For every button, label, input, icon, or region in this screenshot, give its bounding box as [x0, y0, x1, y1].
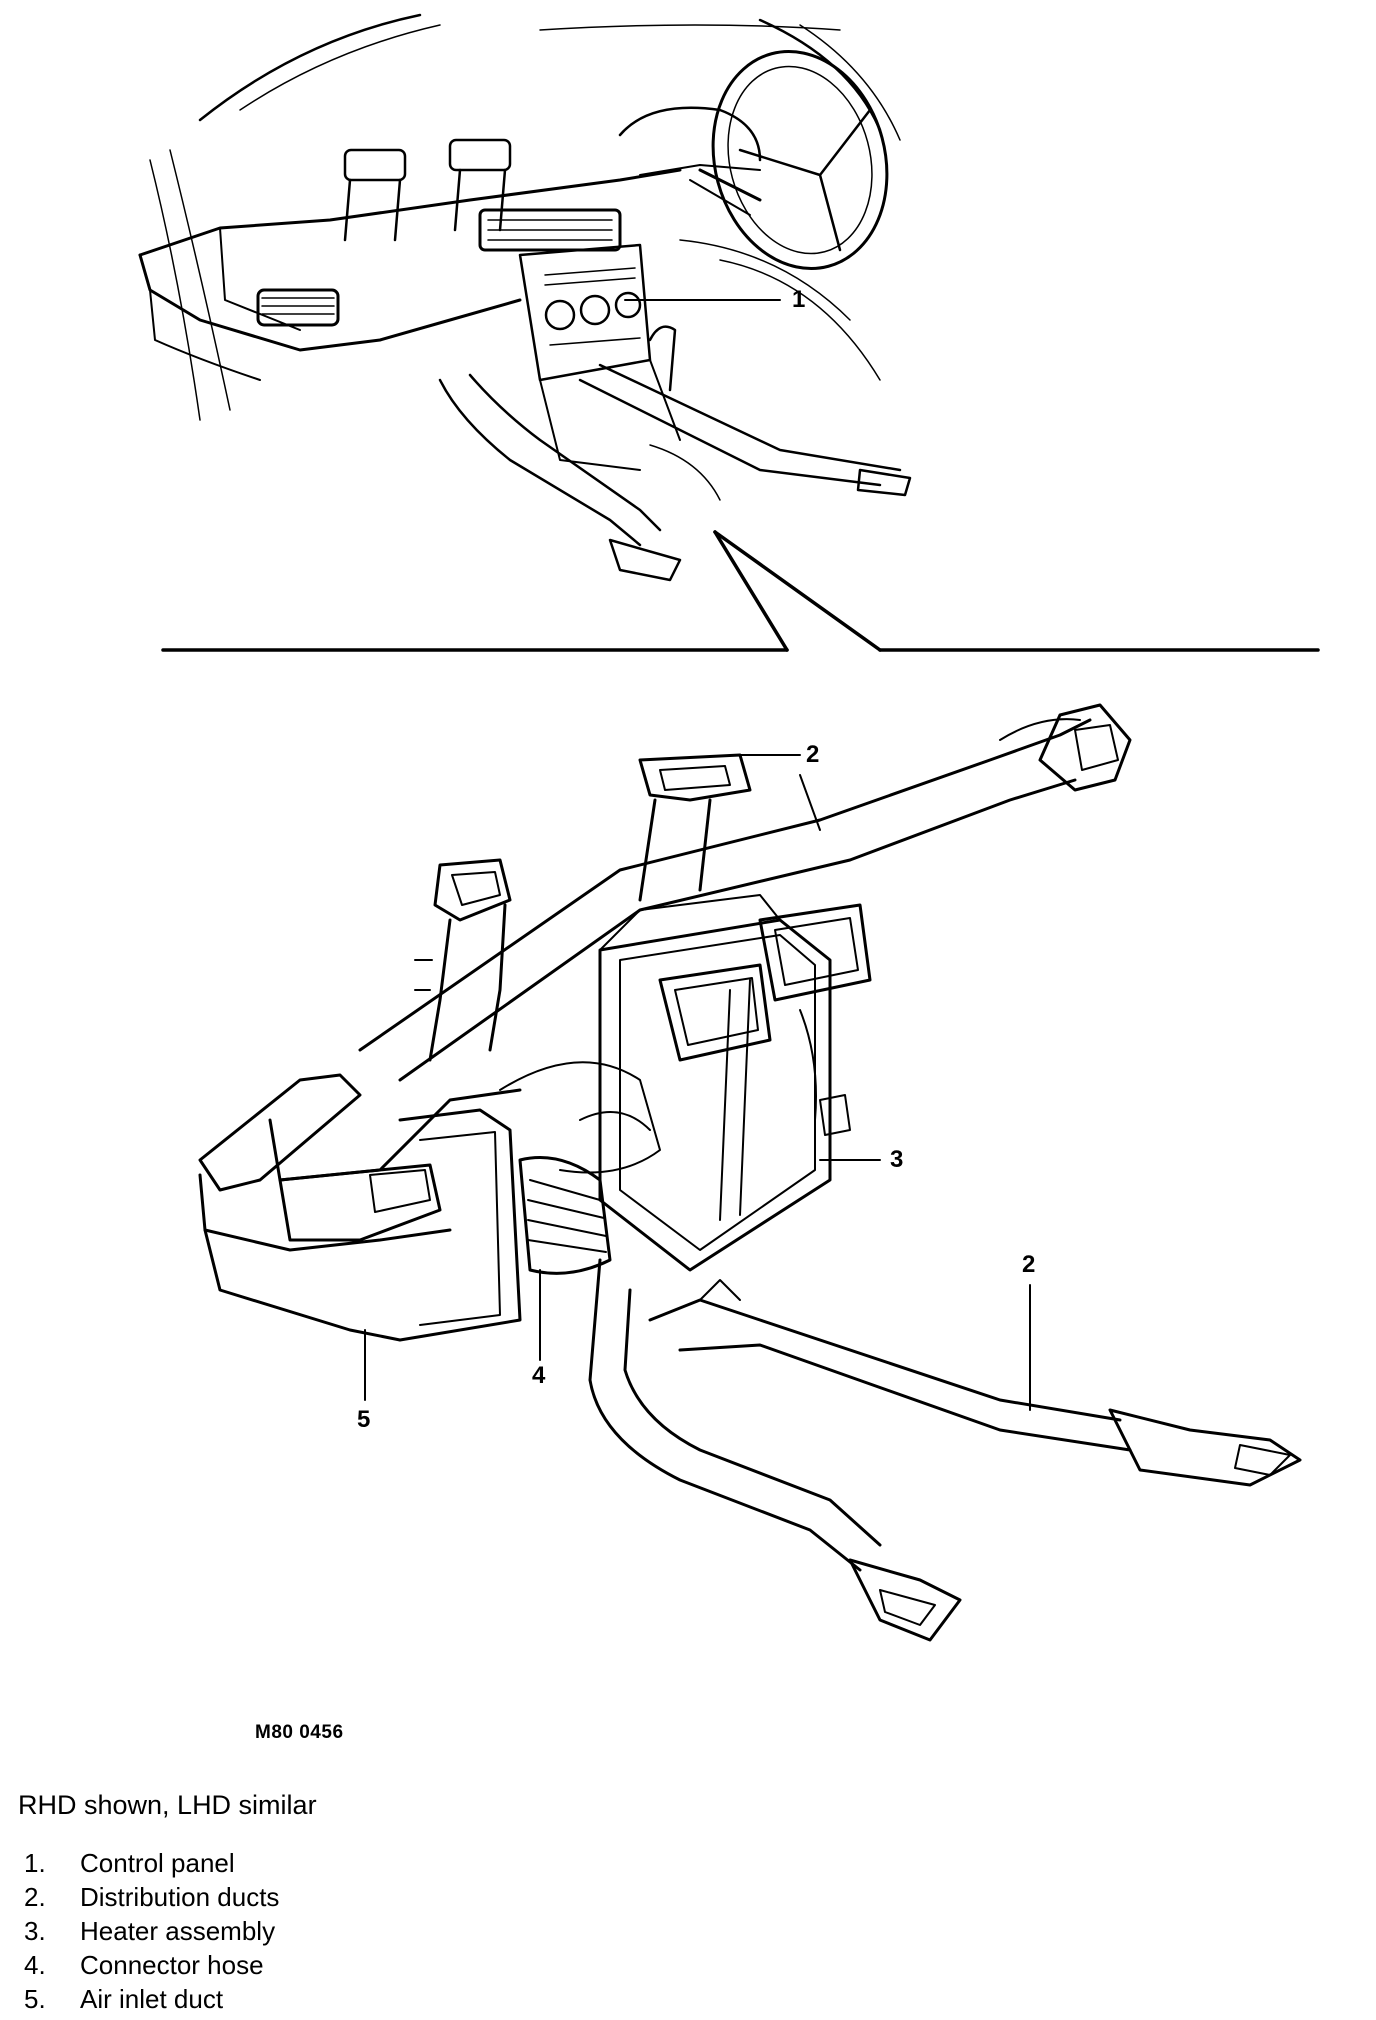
caption-note: RHD shown, LHD similar: [18, 1790, 317, 1820]
legend-item-label: Air inlet duct: [80, 1984, 224, 2014]
callout-3-label: 3: [890, 1146, 904, 1173]
callout-5-label: 5: [357, 1406, 371, 1433]
callout-2a-leader-b: [799, 774, 821, 831]
legend-item-label: Distribution ducts: [80, 1882, 280, 1912]
legend-item-number: 2.: [24, 1882, 46, 1912]
legend-item-number: 3.: [24, 1916, 46, 1946]
legend-item-number: 4.: [24, 1950, 46, 1980]
legend-item-label: Heater assembly: [80, 1916, 276, 1946]
legend-item-number: 1.: [24, 1848, 46, 1878]
callout-4-label: 4: [532, 1362, 546, 1389]
callout-2a-label: 2: [806, 741, 820, 768]
legend-item: 2. Distribution ducts: [18, 1880, 279, 1914]
heater-ducts-exploded-illustration: [198, 703, 1302, 1642]
legend-item-number: 5.: [24, 1984, 46, 2014]
heater-duct-diagram: [138, 13, 1320, 1642]
callout-2b-label: 2: [1022, 1251, 1036, 1278]
legend-item: 3. Heater assembly: [18, 1914, 279, 1948]
legend-list: 1. Control panel 2. Distribution ducts 3. H…: [18, 1846, 279, 2016]
callout-leaders: [364, 754, 1031, 1411]
dashboard-overview-illustration: [138, 13, 912, 582]
legend-item: 5. Air inlet duct: [18, 1982, 279, 2016]
legend-item-label: Connector hose: [80, 1950, 264, 1980]
figure-code: M80 0456: [255, 1722, 344, 1743]
legend-item-label: Control panel: [80, 1848, 235, 1878]
legend-item: 1. Control panel: [18, 1846, 279, 1880]
callout-1-label: 1: [792, 286, 806, 313]
legend-item: 4. Connector hose: [18, 1948, 279, 1982]
zoom-separator: [161, 530, 1320, 652]
